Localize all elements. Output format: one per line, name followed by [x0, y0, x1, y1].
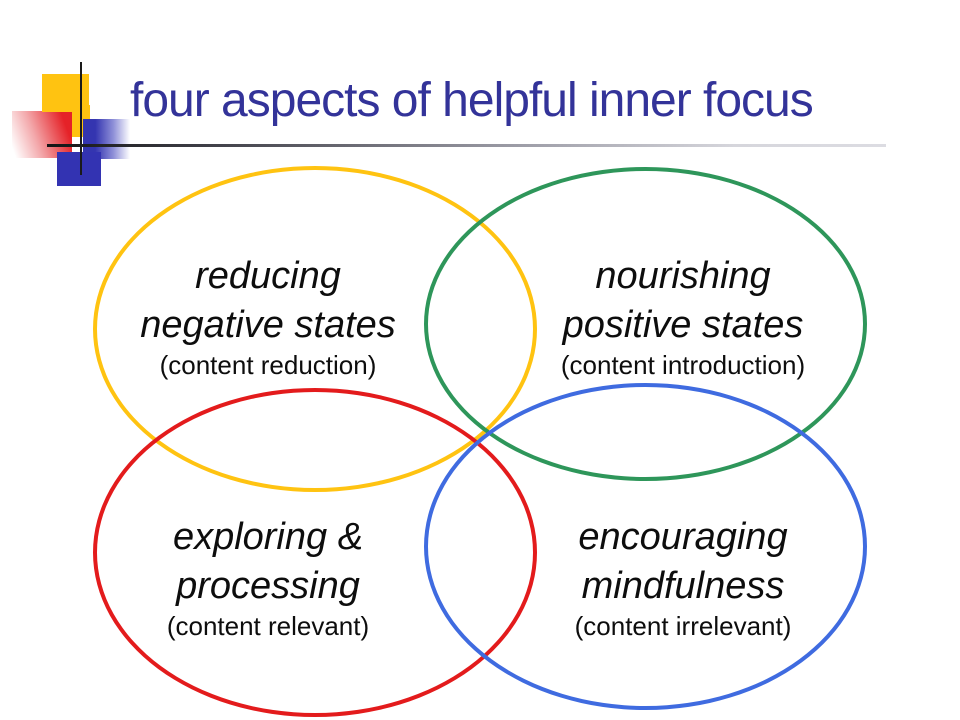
- label-line1: reducing: [195, 255, 341, 297]
- label-reducing-negative-states: reducing negative states (content reduct…: [78, 252, 458, 380]
- label-line2: processing: [176, 565, 360, 607]
- label-subtext: (content relevant): [166, 611, 370, 641]
- label-line2: positive states: [562, 304, 804, 346]
- label-line2: negative states: [140, 304, 396, 346]
- logo-navy-square: [57, 152, 101, 186]
- label-subtext: (content irrelevant): [574, 611, 792, 641]
- label-line1: exploring &: [172, 516, 364, 558]
- title-underline-rule: [47, 144, 886, 147]
- label-line1: encouraging: [578, 516, 788, 558]
- label-nourishing-positive-states: nourishing positive states (content intr…: [493, 252, 873, 380]
- logo-red-gradient-square: [12, 111, 72, 158]
- label-encouraging-mindfulness: encouraging mindfulness (content irrelev…: [493, 513, 873, 641]
- label-line2: mindfulness: [581, 565, 785, 607]
- label-subtext: (content reduction): [159, 350, 377, 380]
- label-line1: nourishing: [595, 255, 771, 297]
- logo-crosshair-vertical-line: [80, 62, 82, 175]
- page-title: four aspects of helpful inner focus: [130, 74, 814, 127]
- label-exploring-processing: exploring & processing (content relevant…: [78, 513, 458, 641]
- label-subtext: (content introduction): [560, 350, 806, 380]
- ellipse-encouraging-mindfulness: [424, 383, 867, 710]
